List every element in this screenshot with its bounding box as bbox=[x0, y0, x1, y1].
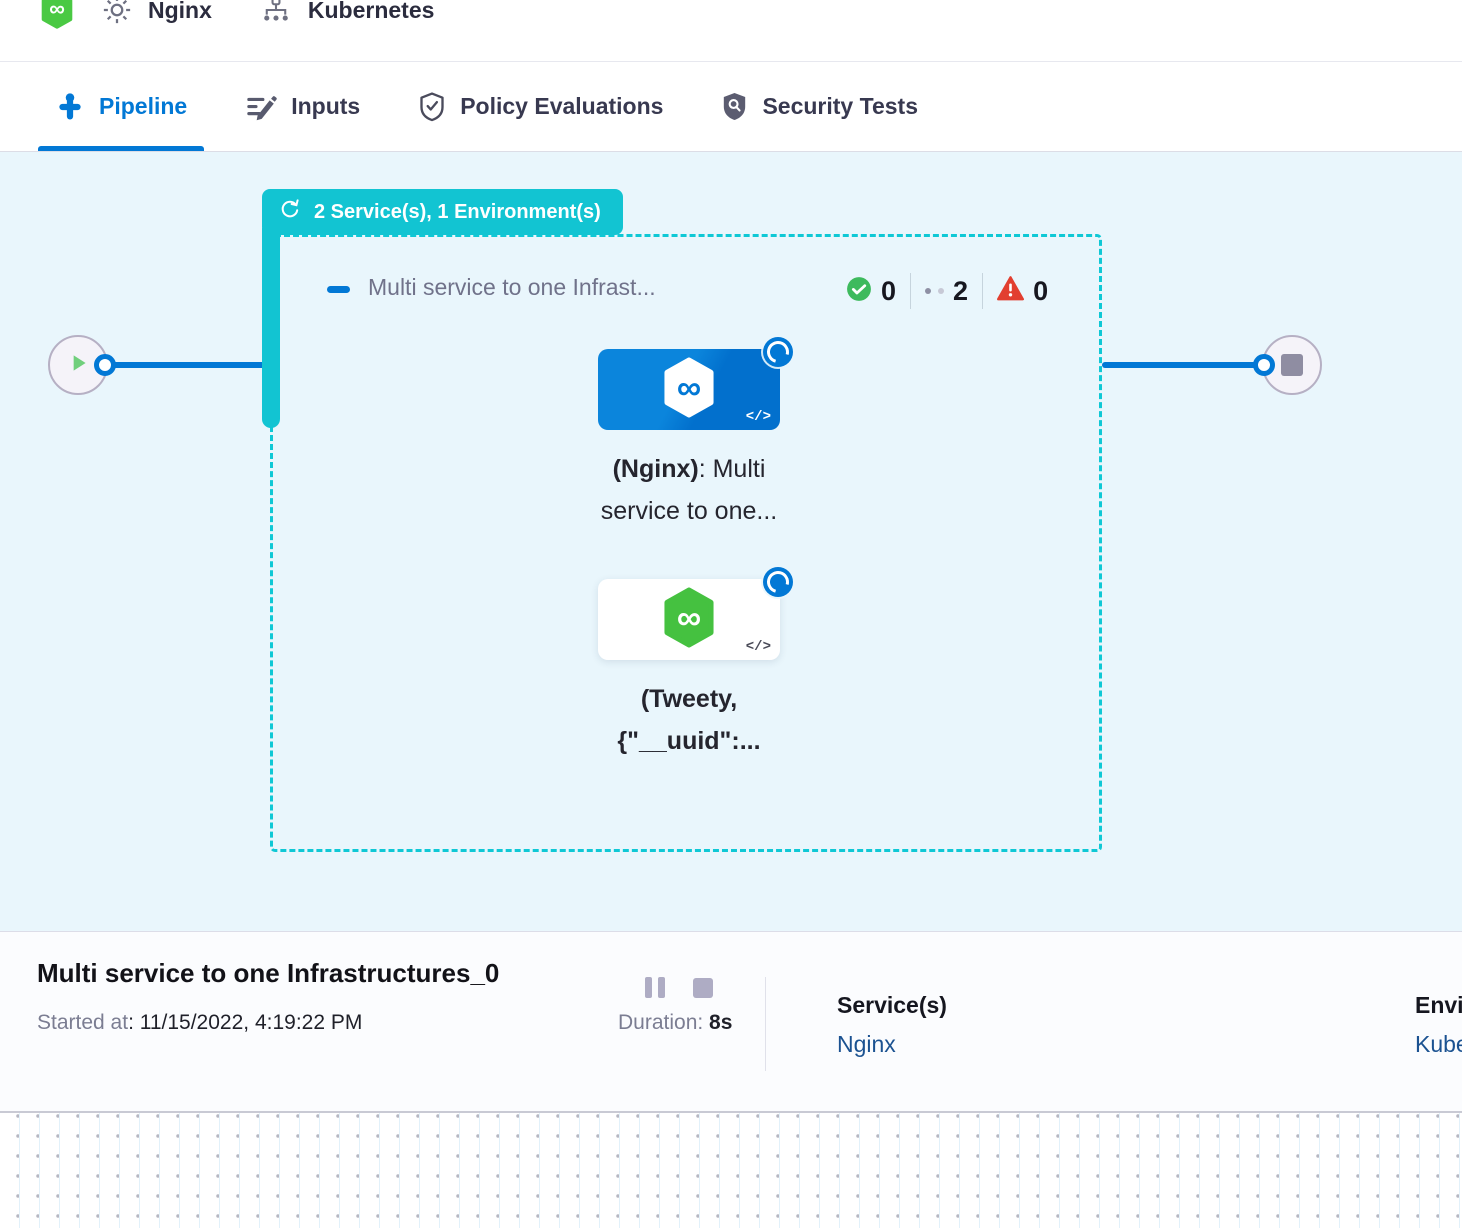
count-divider bbox=[982, 273, 984, 309]
pipeline-canvas: 2 Service(s), 1 Environment(s) Multi ser… bbox=[0, 152, 1462, 931]
running-spinner-badge bbox=[763, 567, 793, 597]
loop-badge-strip bbox=[262, 228, 280, 428]
edge-start-to-stage bbox=[106, 362, 266, 368]
infinity-glyph: ∞ bbox=[49, 0, 65, 22]
duration-value: 8s bbox=[709, 1011, 733, 1034]
running-spinner-badge bbox=[763, 337, 793, 367]
execution-tabbar: Pipeline Inputs Policy Eval bbox=[0, 62, 1462, 152]
success-count: 0 bbox=[881, 275, 897, 306]
policy-shield-check-icon bbox=[418, 91, 446, 123]
footer-divider bbox=[765, 977, 766, 1071]
execution-title: Multi service to one Infrastructures_0 bbox=[37, 958, 500, 988]
end-connector-dot[interactable] bbox=[1253, 354, 1275, 376]
service-node-nginx[interactable]: ∞ </> bbox=[598, 349, 780, 430]
tab-pipeline[interactable]: Pipeline bbox=[38, 62, 205, 151]
infinity-glyph: ∞ bbox=[676, 369, 702, 408]
services-label: Service(s) bbox=[837, 992, 947, 1018]
environments-block: Environment(s) Kubernetes bbox=[1415, 992, 1462, 1058]
failed-count: 0 bbox=[1033, 275, 1049, 306]
execution-summary-bar: Multi service to one Infrastructures_0 S… bbox=[0, 931, 1462, 1111]
services-link[interactable]: Nginx bbox=[837, 1031, 896, 1057]
code-icon: </> bbox=[745, 409, 771, 425]
pipeline-start-node[interactable] bbox=[48, 335, 108, 395]
start-connector-dot[interactable] bbox=[94, 354, 116, 376]
running-dots-icon bbox=[925, 288, 945, 294]
tab-pipeline-label: Pipeline bbox=[99, 93, 188, 119]
tab-policy-evaluations-label: Policy Evaluations bbox=[460, 93, 664, 119]
run-controls bbox=[645, 977, 713, 998]
inputs-icon bbox=[245, 93, 277, 121]
security-shield-scan-icon bbox=[721, 91, 748, 122]
stage-status-counts: 0 2 0 bbox=[846, 273, 1048, 309]
count-divider bbox=[910, 273, 912, 309]
warning-triangle-icon bbox=[997, 276, 1025, 306]
service-node-tweety-label: (Tweety, {"__uuid":... bbox=[617, 685, 761, 755]
stage-title[interactable]: Multi service to one Infrast... bbox=[368, 274, 656, 300]
started-at-label: Started at bbox=[37, 1011, 129, 1034]
stop-button[interactable] bbox=[693, 977, 713, 998]
harness-service-logo: ∞ bbox=[656, 587, 722, 652]
execution-context-header: ∞ Nginx Kubernetes bbox=[0, 0, 1462, 62]
harness-service-icon: ∞ bbox=[40, 0, 74, 29]
pipeline-icon bbox=[55, 92, 85, 122]
console-grid-area bbox=[0, 1111, 1462, 1228]
header-environment-name: Kubernetes bbox=[307, 0, 435, 23]
play-icon bbox=[65, 350, 91, 381]
stage-group-outline[interactable] bbox=[270, 234, 1102, 852]
environments-link[interactable]: Kubernetes bbox=[1415, 1031, 1462, 1057]
stop-square-icon bbox=[1281, 354, 1303, 376]
duration-label: Duration: bbox=[618, 1011, 710, 1034]
tab-inputs-label: Inputs bbox=[291, 93, 361, 119]
tab-security-tests[interactable]: Security Tests bbox=[704, 62, 935, 151]
kubernetes-environment-icon bbox=[262, 0, 292, 25]
success-check-icon bbox=[846, 276, 872, 307]
harness-service-logo: ∞ bbox=[656, 357, 722, 422]
tab-security-tests-label: Security Tests bbox=[762, 93, 918, 119]
edge-stage-to-end bbox=[1102, 362, 1260, 368]
duration: Duration: 8s bbox=[618, 1011, 732, 1035]
code-icon: </> bbox=[745, 639, 771, 655]
services-environments-badge[interactable]: 2 Service(s), 1 Environment(s) bbox=[262, 189, 623, 235]
pause-button[interactable] bbox=[645, 977, 665, 998]
loop-icon bbox=[278, 197, 302, 227]
running-count: 2 bbox=[953, 275, 969, 306]
collapse-stage-icon[interactable] bbox=[327, 286, 350, 293]
environments-label: Environment(s) bbox=[1415, 992, 1462, 1018]
header-service-name: Nginx bbox=[148, 0, 212, 23]
tab-inputs[interactable]: Inputs bbox=[228, 62, 377, 151]
service-node-tweety[interactable]: ∞ </> bbox=[598, 579, 780, 660]
tab-policy-evaluations[interactable]: Policy Evaluations bbox=[401, 62, 680, 151]
infinity-glyph: ∞ bbox=[676, 599, 702, 638]
services-block: Service(s) Nginx bbox=[837, 992, 947, 1058]
gear-icon bbox=[102, 0, 132, 25]
started-at: Started at: 11/15/2022, 4:19:22 PM bbox=[37, 1011, 362, 1035]
services-environments-badge-label: 2 Service(s), 1 Environment(s) bbox=[314, 200, 601, 223]
service-node-nginx-label: (Nginx): Multi service to one... bbox=[600, 455, 778, 525]
started-at-value: : 11/15/2022, 4:19:22 PM bbox=[128, 1011, 363, 1034]
